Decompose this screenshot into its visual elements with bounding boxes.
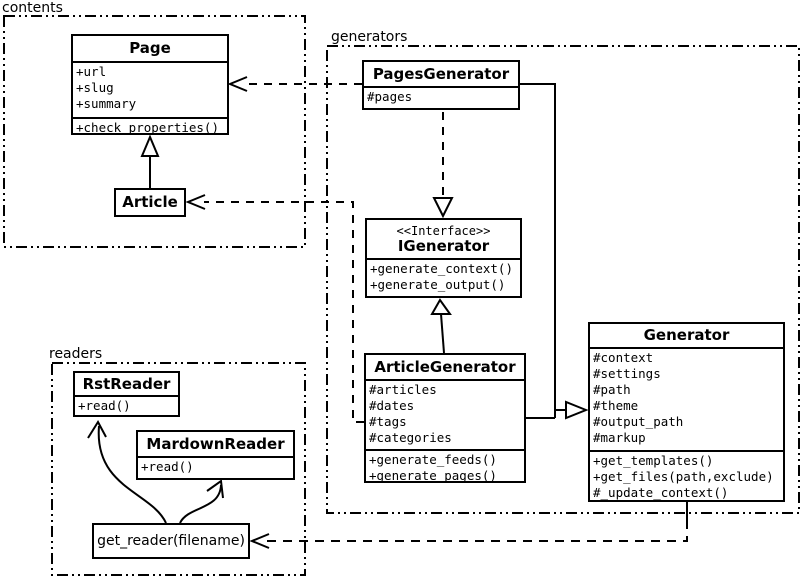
arrow-triangle-igenerator-top [432,197,454,219]
class-pagesgenerator-attributes: #pages [364,86,518,108]
class-articlegenerator-methods: +generate_feeds() +generate_pages() [366,449,524,481]
contents-package-label: contents [2,0,63,16]
class-article: Article [114,188,186,217]
edge-getreader-to-rstreader [97,425,167,524]
method: +generate_feeds() [369,452,497,467]
class-igenerator-name: IGenerator [397,236,490,255]
attribute: #tags [369,414,407,429]
class-igenerator-stereotype: <<Interface>> [396,223,491,238]
method: +read() [141,459,194,474]
arrow-open-page [227,76,248,92]
attribute: #dates [369,398,415,413]
class-articlegenerator-name: ArticleGenerator [374,357,516,376]
class-page-methods: +check_properties() [73,117,227,133]
generators-package-border [326,45,800,514]
arrow-triangle-igenerator-bottom [430,298,452,315]
arrow-open-article [185,194,206,210]
class-articlegenerator-attributes: #articles #dates #tags #categories [366,379,524,449]
class-generator-name: Generator [643,326,730,344]
class-page: Page +url +slug +summary +check_properti… [71,34,229,135]
attribute: #settings [593,366,661,381]
class-article-name: Article [122,193,178,211]
class-markdownreader-methods: +read() [138,456,293,478]
arrow-triangle-page [140,134,160,157]
attribute: +slug [76,80,114,95]
class-page-attributes: +url +slug +summary [73,61,227,117]
method: +generate_pages() [369,468,497,481]
class-rstreader-name: RstReader [82,374,171,393]
class-articlegenerator: ArticleGenerator #articles #dates #tags … [364,353,526,483]
class-igenerator-title: <<Interface>> IGenerator [367,220,520,258]
class-igenerator: <<Interface>> IGenerator +generate_conte… [365,218,522,298]
class-page-name: Page [129,39,171,57]
arrow-open-rstreader [87,420,107,439]
attribute: #output_path [593,414,684,429]
edge-articlegenerator-to-igenerator [440,313,445,354]
arrow-open-getreader [249,533,270,549]
attribute: #articles [369,382,437,397]
readers-package-label: readers [49,346,103,362]
arrow-triangle-generator [565,400,589,420]
readers-package-border [51,362,306,576]
edge-getreader-to-markdownreader [179,484,222,524]
generators-package-label: generators [331,29,408,45]
class-generator: Generator #context #settings #path #them… [588,322,785,502]
function-get-reader: get_reader(filename) [92,523,250,559]
contents-package-border [3,15,306,248]
class-rstreader: RstReader +read() [73,371,180,417]
method: +generate_context() [370,261,513,276]
class-markdownreader: MardownReader +read() [136,430,295,480]
method: +get_templates() [593,453,714,468]
class-generator-attributes: #context #settings #path #theme #output_… [590,347,783,450]
class-pagesgenerator-name: PagesGenerator [372,64,510,83]
method: #_update_context() [593,485,729,500]
class-rstreader-methods: +read() [75,395,178,415]
method: +generate_output() [370,277,506,292]
attribute: #path [593,382,631,397]
attribute: #markup [593,430,646,445]
class-markdownreader-name: MardownReader [146,434,285,453]
edge-pagesgenerator-to-generator [520,83,556,418]
attribute: +url [76,64,107,79]
method: +get_files(path,exclude) [593,469,774,484]
class-pagesgenerator: PagesGenerator #pages [362,60,520,110]
attribute: +summary [76,96,137,111]
attribute: #context [593,350,654,365]
method: +check_properties() [76,120,219,133]
class-igenerator-methods: +generate_context() +generate_output() [367,258,520,296]
attribute: #pages [367,89,413,104]
attribute: #categories [369,430,452,445]
edge-generator-to-getreader [266,520,688,542]
edge-articlegenerator-to-article [204,201,364,423]
arrow-open-markdownreader [206,479,224,499]
method: +read() [78,398,131,413]
attribute: #theme [593,398,639,413]
class-generator-methods: +get_templates() +get_files(path,exclude… [590,450,783,500]
